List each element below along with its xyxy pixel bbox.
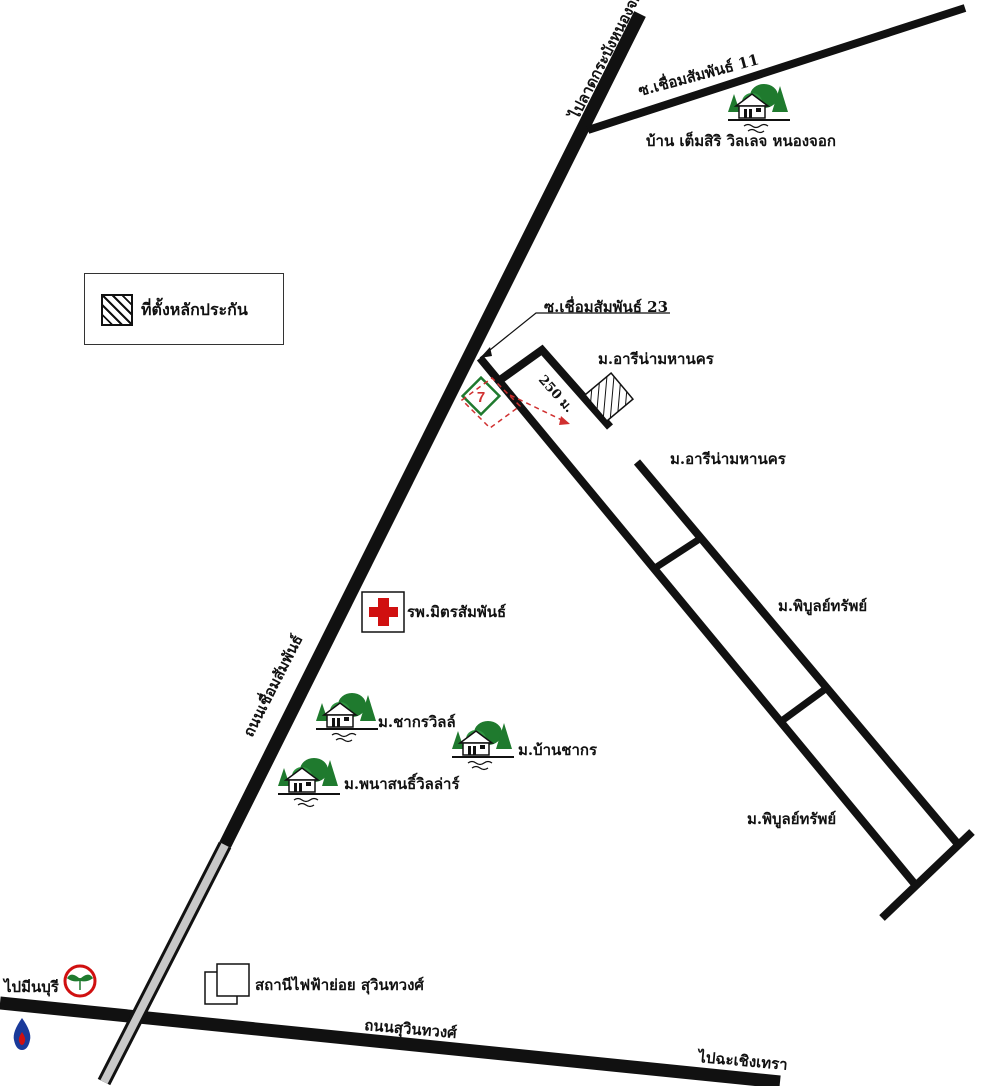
ptt-icon — [13, 1018, 31, 1050]
label-aree-1: ม.อารีน่ามหานคร — [598, 350, 715, 368]
label-hospital: รพ.มิตรสัมพันธ์ — [407, 603, 506, 621]
label-aree-2: ม.อารีน่ามหานคร — [670, 450, 787, 468]
substation-icon — [204, 963, 250, 1005]
house-in-trees-icon — [277, 757, 341, 808]
label-tem-siri: บ้าน เต็มสิริ วิลเลจ หนองจอก — [646, 131, 836, 150]
label-panasan: ม.พนาสนธิ์วิลล่าร์ — [344, 772, 460, 793]
road-aree-branch — [497, 344, 613, 430]
road-chueam-samphan — [219, 11, 646, 848]
label-ban-chakorn: ม.บ้านชากร — [518, 741, 598, 759]
collateral-site[interactable]: 7 — [460, 375, 502, 417]
hatched-square-icon — [101, 294, 133, 326]
red-cross-icon — [361, 591, 405, 633]
legend-label: ที่ตั้งหลักประกัน — [141, 300, 248, 319]
road-soi-11 — [586, 4, 967, 134]
label-piboon-2: ม.พิบูลย์ทรัพย์ — [747, 810, 836, 829]
label-to-minburi: ไปมีนบุรี — [2, 977, 60, 997]
legend: ที่ตั้งหลักประกัน — [84, 273, 284, 345]
house-in-trees-icon — [451, 720, 515, 771]
label-substation: สถานีไฟฟ้าย่อย สุวินทวงศ์ — [255, 975, 424, 995]
label-piboon-1: ม.พิบูลย์ทรัพย์ — [778, 597, 867, 616]
kbank-icon — [63, 964, 97, 998]
expressway-segment — [100, 843, 229, 1084]
label-soi-23: ซ.เชื่อมสัมพันธ์ 23 — [544, 296, 668, 316]
house-in-trees-icon — [727, 83, 791, 134]
svg-text:7: 7 — [477, 389, 485, 406]
road-piboon — [633, 459, 961, 846]
house-in-trees-icon — [315, 692, 379, 743]
road-soi-23 — [476, 355, 922, 891]
aree-hatched-block — [583, 371, 635, 423]
label-main-road: ถนนเชื่อมสัมพันธ์ — [238, 631, 307, 740]
label-chakorn-villa: ม.ชากรวิลล์ — [378, 713, 456, 731]
